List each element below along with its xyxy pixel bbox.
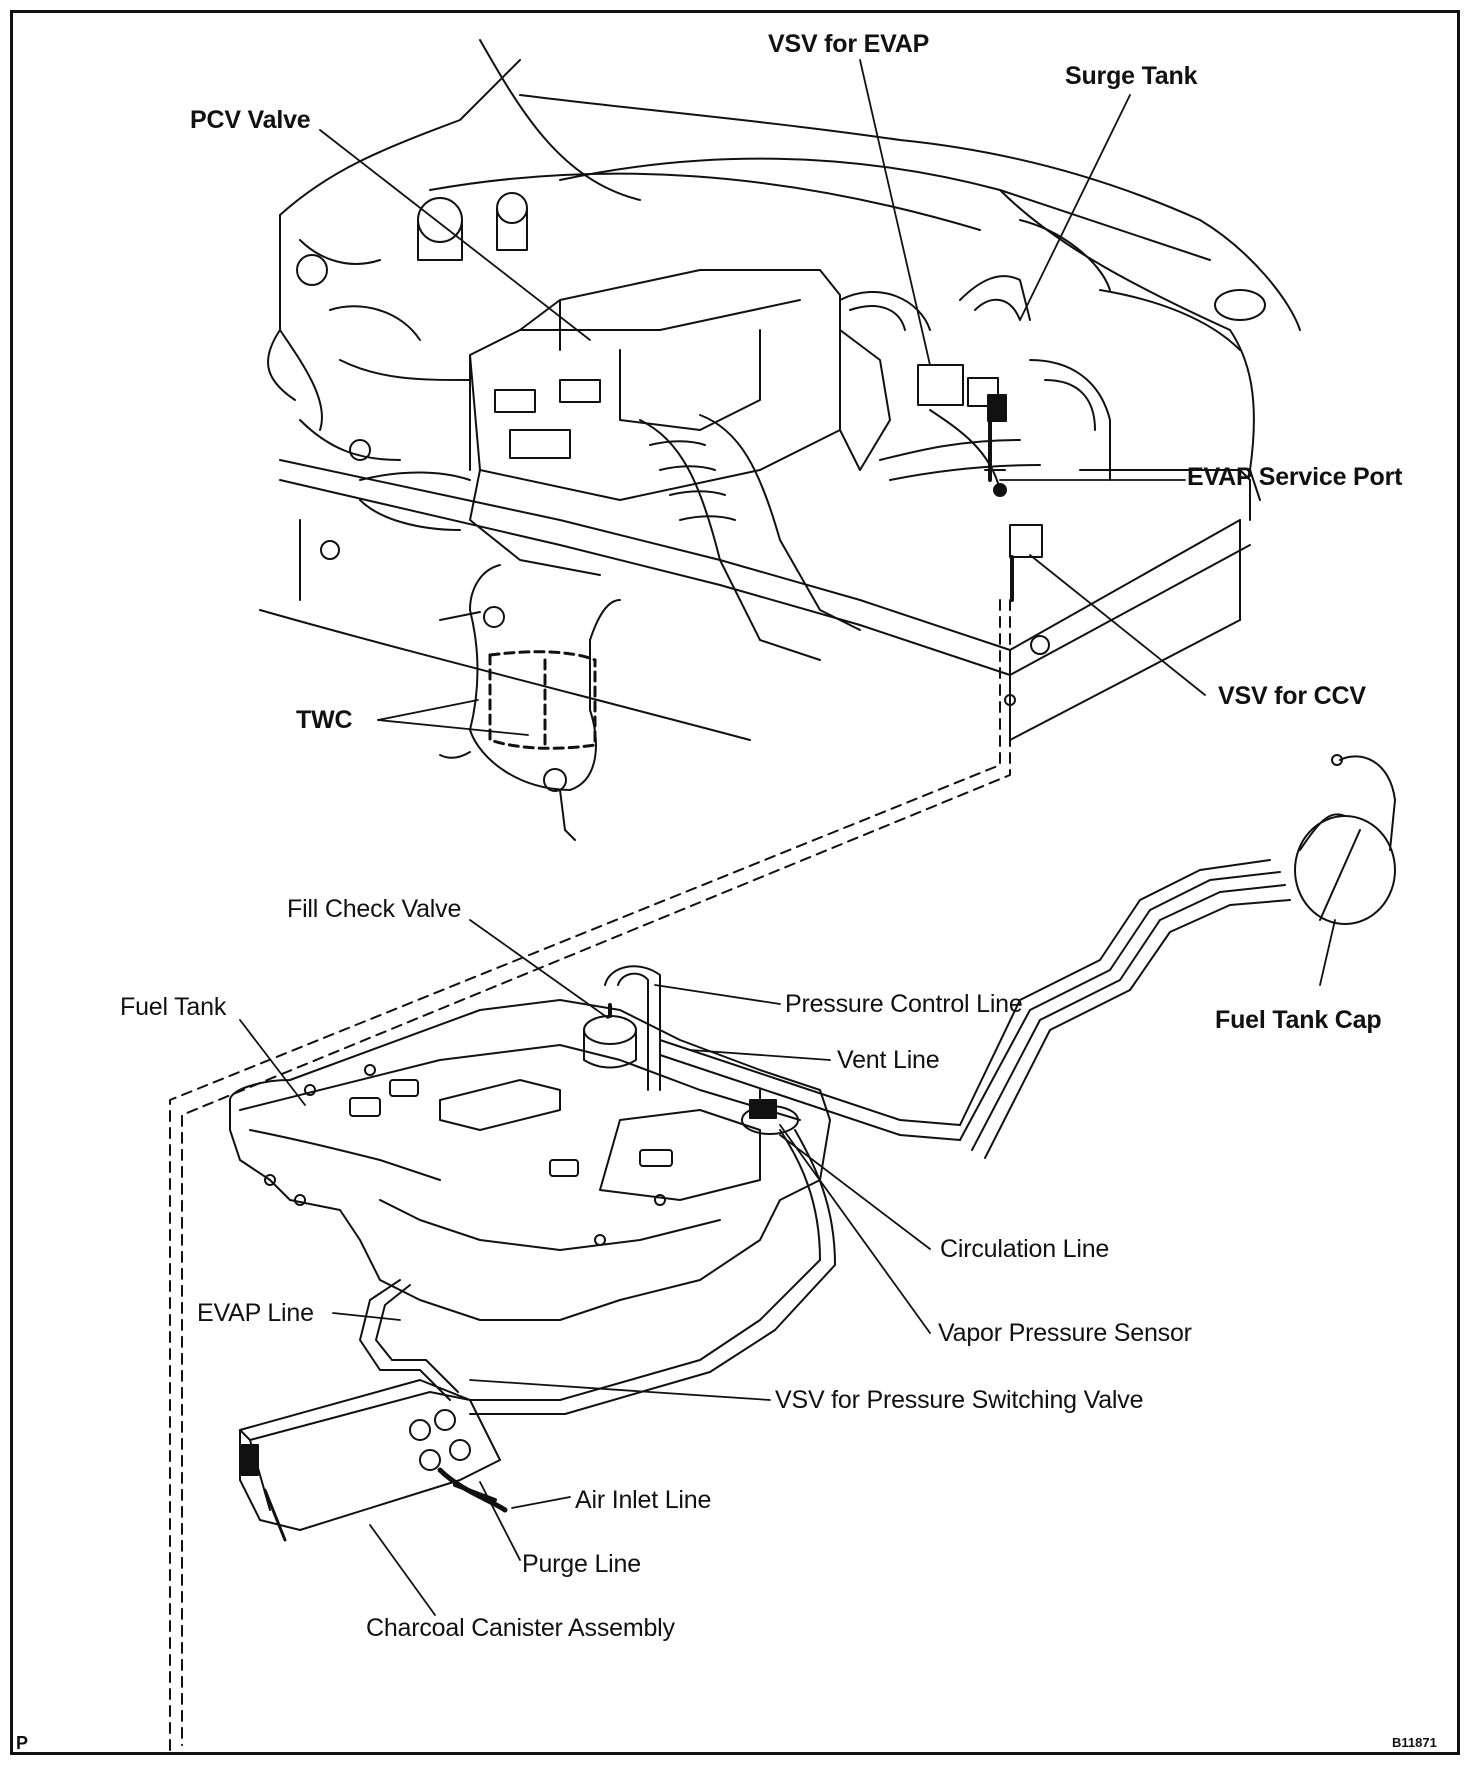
label-vapor-pressure-sensor: Vapor Pressure Sensor [938,1319,1192,1347]
label-fuel-tank-cap: Fuel Tank Cap [1215,1006,1382,1034]
label-pressure-control-line: Pressure Control Line [785,990,1023,1018]
label-vsv-for-ccv: VSV for CCV [1218,682,1366,710]
dashed-connection [169,599,1011,1756]
label-charcoal-canister-assembly: Charcoal Canister Assembly [366,1614,675,1642]
label-surge-tank: Surge Tank [1065,62,1198,90]
leader-lines [239,59,1336,1616]
label-circulation-line: Circulation Line [940,1235,1110,1263]
label-purge-line: Purge Line [522,1550,641,1578]
label-air-inlet-line: Air Inlet Line [575,1486,712,1514]
label-vent-line: Vent Line [837,1046,940,1074]
diagram-frame [10,10,1460,1755]
engine-bay-drawing [259,39,1301,841]
label-evap-service-port: EVAP Service Port [1187,463,1403,491]
label-evap-line: EVAP Line [197,1299,314,1327]
label-twc: TWC [296,706,353,734]
label-vsv-for-pressure-switching-valve: VSV for Pressure Switching Valve [775,1386,1144,1414]
fuel-tank-drawing [229,754,1396,1542]
label-fill-check-valve: Fill Check Valve [287,895,462,923]
label-fuel-tank: Fuel Tank [120,993,227,1021]
label-vsv-for-evap: VSV for EVAP [768,30,930,58]
corner-code-p: P [16,1733,29,1753]
figure-code: B11871 [1392,1735,1437,1750]
label-pcv-valve: PCV Valve [190,106,311,134]
